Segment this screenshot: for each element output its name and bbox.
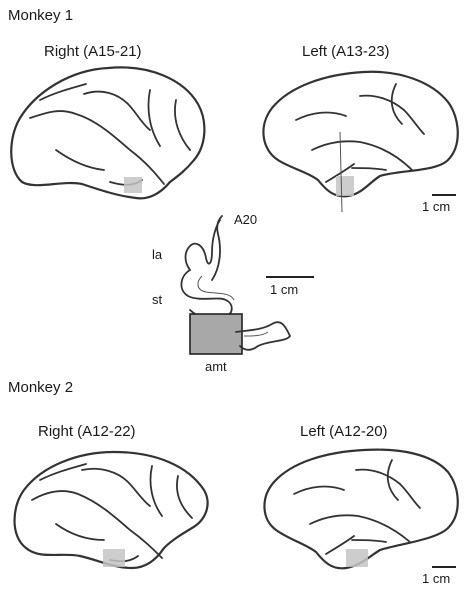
section-amt-box bbox=[190, 314, 242, 354]
monkey1-scale-label: 1 cm bbox=[422, 200, 450, 213]
section-inner-contour bbox=[198, 276, 234, 300]
section-upper-contour bbox=[186, 220, 221, 270]
monkey2-scale-label: 1 cm bbox=[422, 572, 450, 585]
monkey2-right-label: Right (A12-22) bbox=[38, 424, 136, 439]
m1l-lesion-patch bbox=[336, 176, 354, 196]
m2r-lesion-patch bbox=[103, 549, 125, 567]
m1-right-hemisphere bbox=[11, 67, 204, 198]
monkey2-left-label: Left (A12-20) bbox=[300, 424, 388, 439]
section-amt-sulcus bbox=[244, 332, 268, 336]
section-amt-label: amt bbox=[205, 360, 227, 373]
m1r-lesion-patch bbox=[124, 177, 142, 193]
monkey1-title: Monkey 1 bbox=[8, 8, 73, 23]
monkey1-left-label: Left (A13-23) bbox=[302, 44, 390, 59]
m2-right-hemisphere bbox=[15, 452, 208, 568]
m2l-lesion-patch bbox=[346, 549, 368, 567]
m1-left-hemisphere bbox=[263, 72, 457, 212]
monkey2-title: Monkey 2 bbox=[8, 380, 73, 395]
section-middle-contour bbox=[181, 270, 231, 319]
section-right-contour bbox=[212, 216, 222, 280]
section-a20-label: A20 bbox=[234, 213, 257, 226]
section-st-label: st bbox=[152, 293, 162, 306]
section-la-label: la bbox=[152, 248, 162, 261]
m1-right-brain-outline bbox=[11, 67, 204, 198]
m2-left-hemisphere bbox=[264, 450, 457, 569]
m1-left-brain-outline bbox=[263, 72, 457, 197]
section-scale-label: 1 cm bbox=[270, 283, 298, 296]
monkey1-right-label: Right (A15-21) bbox=[44, 44, 142, 59]
